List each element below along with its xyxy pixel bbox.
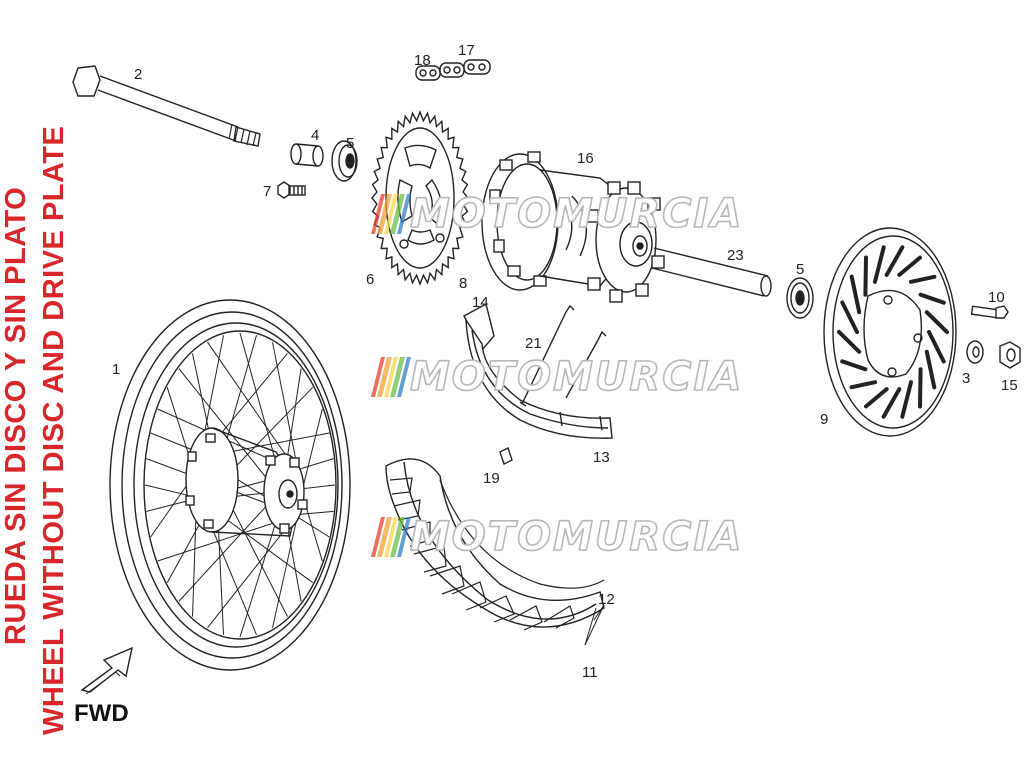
rear-hub [481, 151, 665, 303]
disc-slot [918, 367, 923, 409]
disc-slot [900, 380, 913, 419]
callout-18: 18 [414, 52, 431, 69]
wheel-spoke [178, 504, 268, 602]
wheel-spoke [239, 523, 276, 638]
wheel-spoke [205, 513, 257, 635]
spacer [290, 143, 324, 167]
disc-slot [924, 349, 937, 390]
watermark-3: MOTOMURCIA [371, 514, 744, 560]
callout-16: 16 [577, 150, 594, 167]
wheel-spoke [217, 514, 224, 635]
watermark-text: MOTOMURCIA [409, 354, 744, 400]
disc-slot [927, 330, 946, 364]
bearing-left [331, 140, 358, 182]
watermark-2: MOTOMURCIA [371, 354, 744, 400]
bearing-right [786, 277, 814, 319]
callout-8: 8 [459, 275, 467, 292]
rim-band [463, 302, 613, 439]
disc-bolt [970, 305, 1009, 319]
spoke-nipple [499, 447, 513, 465]
callout-1: 1 [112, 361, 120, 378]
watermark-logo-icon [371, 357, 412, 397]
callout-9: 9 [820, 411, 828, 428]
callout-5: 5 [346, 135, 354, 152]
title-english: WHEEL WITHOUT DISC AND DRIVE PLATE [38, 125, 70, 735]
wheel-spoke [287, 527, 302, 602]
wheel-spoke [229, 386, 314, 474]
axle-bolt [72, 65, 261, 147]
wheel-spoke [239, 332, 276, 461]
disc-slot [897, 255, 922, 277]
forward-arrow [80, 646, 133, 695]
watermark-text: MOTOMURCIA [409, 514, 744, 560]
wheel-spoke [178, 368, 268, 480]
brake-disc [823, 227, 957, 437]
fwd-label: FWD [74, 700, 129, 727]
disc-slot [840, 300, 859, 334]
wheel-hub [185, 427, 308, 537]
disc-slot [884, 245, 905, 277]
wheel-spoke [226, 498, 288, 617]
washer [966, 340, 984, 364]
callout-14: 14 [472, 294, 489, 311]
wheel-spoke [297, 458, 334, 470]
callout-6: 6 [366, 271, 374, 288]
wheel-spoke [298, 510, 334, 515]
title-spanish: RUEDA SIN DISCO Y SIN PLATO [0, 186, 32, 645]
callout-3: 3 [962, 370, 970, 387]
callout-17: 17 [458, 42, 475, 59]
nut [999, 341, 1021, 369]
callout-15: 15 [1001, 377, 1018, 394]
watermark-1: MOTOMURCIA [371, 191, 744, 237]
wheel [109, 299, 351, 671]
wheel-spoke [222, 335, 257, 453]
watermark-logo-icon [371, 194, 412, 234]
watermark-text: MOTOMURCIA [409, 191, 744, 237]
spokes-loose [519, 304, 607, 407]
callout-19: 19 [483, 470, 500, 487]
callout-5b: 5 [796, 261, 804, 278]
callout-4: 4 [311, 127, 319, 144]
leader-lines [584, 604, 605, 646]
disc-slot [918, 292, 946, 305]
watermark-logo-icon [371, 517, 412, 557]
wheel-spoke [287, 368, 302, 457]
wheel-spoke [218, 513, 314, 584]
disc-slot [873, 245, 886, 284]
wheel-spoke [272, 515, 298, 628]
wheel-spoke [157, 522, 275, 562]
disc-slot [863, 255, 868, 297]
wheel-spoke [207, 527, 288, 629]
callout-7: 7 [263, 183, 271, 200]
chain-links [415, 59, 491, 81]
axle-sleeve [651, 247, 772, 297]
disc-slot [881, 387, 902, 419]
disc-slot [909, 274, 937, 284]
callout-10: 10 [988, 289, 1005, 306]
wheel-spoke [207, 341, 288, 457]
disc-slot [849, 274, 862, 315]
small-bolt [277, 181, 306, 199]
callout-13: 13 [593, 449, 610, 466]
callout-12: 12 [598, 591, 615, 608]
callout-11: 11 [582, 664, 598, 681]
disc-slot [849, 380, 877, 390]
disc-slot [924, 310, 949, 335]
wheel-spoke [223, 432, 330, 454]
sprocket [371, 110, 469, 286]
callout-21: 21 [525, 335, 542, 352]
callout-numbers: 1 2 3 4 5 5 6 7 8 9 10 11 12 13 14 15 16… [112, 42, 1018, 681]
disc-slot [864, 387, 889, 409]
disc-slot [837, 329, 862, 354]
callout-23: 23 [727, 247, 744, 264]
wheel-spoke [301, 408, 323, 492]
disc-slot [840, 359, 868, 372]
wheel-spoke [212, 353, 288, 445]
wheel-spoke [272, 342, 298, 469]
callout-2: 2 [134, 66, 142, 83]
